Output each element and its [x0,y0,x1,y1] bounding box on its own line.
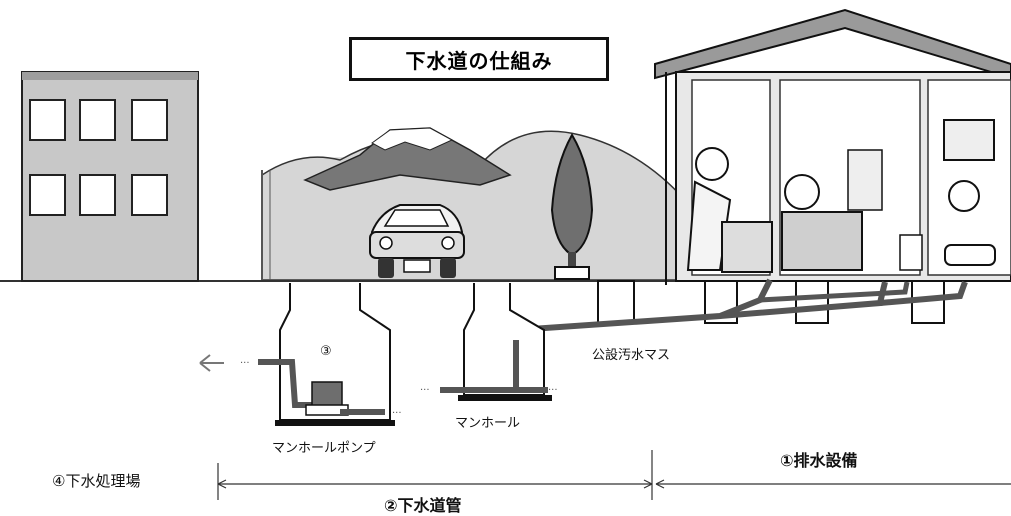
pump-icon [305,381,349,416]
svg-text:···: ··· [392,408,402,419]
label-sewer-pipe: ②下水道管 [384,496,462,515]
flow-arrow-left-icon [199,354,224,372]
building-icon [21,71,199,282]
svg-text:···: ··· [240,358,250,369]
page-title: 下水道の仕組み [405,48,553,73]
car-icon [369,204,465,278]
tree-icon [550,133,594,280]
svg-text:···: ··· [420,385,430,396]
svg-text:···: ··· [548,385,558,396]
label-manhole: マンホール [455,416,521,431]
label-manhole-pump: マンホールポンプ [272,441,376,456]
title-box: 下水道の仕組み [349,37,609,81]
section-dividers [217,450,1011,500]
label-manhole-pump-number: ③ [320,344,332,359]
label-treatment-plant: ④下水処理場 [52,472,141,490]
manhole-pump-icon: ··· ··· [240,283,402,426]
house-drains [513,278,968,340]
label-drainage-equipment: ①排水設備 [780,451,858,470]
label-public-sewage-basin: 公設汚水マス [592,348,671,363]
house-icon [654,8,1011,285]
manhole-icon: ··· ··· [420,283,558,401]
landscape [261,127,686,281]
